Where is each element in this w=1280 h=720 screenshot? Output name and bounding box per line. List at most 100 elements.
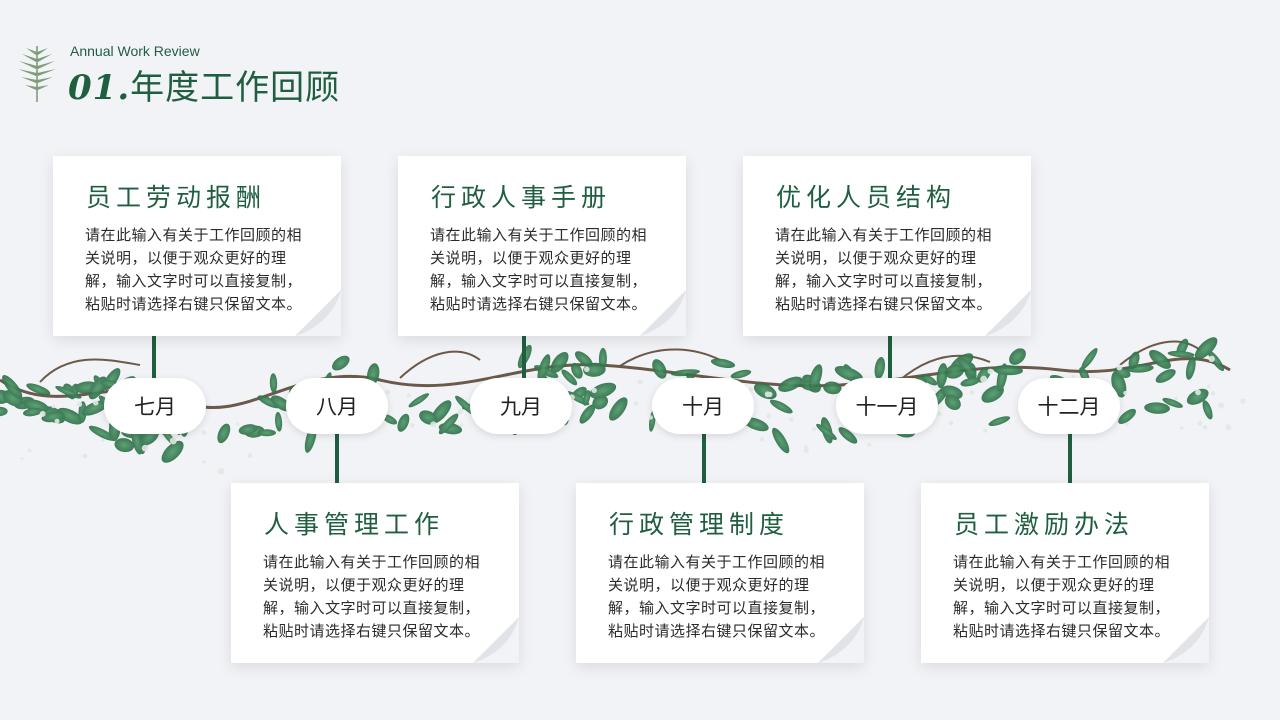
- slide-header: Annual Work Review 01.年度工作回顾: [14, 40, 414, 110]
- leaf: [579, 404, 596, 424]
- bloom: [1202, 425, 1208, 430]
- leaf: [730, 369, 752, 379]
- connector-5: [888, 335, 892, 385]
- leaf: [397, 413, 410, 432]
- bloom: [591, 387, 597, 394]
- bloom: [1116, 364, 1123, 371]
- leaf: [945, 364, 964, 379]
- page-title: 01.年度工作回顾: [68, 60, 340, 109]
- bloom: [1179, 426, 1184, 430]
- bloom: [812, 427, 816, 431]
- bloom: [54, 418, 60, 424]
- leaf: [769, 399, 793, 414]
- leaf: [823, 381, 842, 395]
- title-text: 年度工作回顾: [130, 68, 341, 108]
- leaf: [710, 358, 736, 369]
- leaf: [26, 383, 51, 396]
- bloom: [27, 448, 32, 453]
- connector-6: [1068, 432, 1072, 484]
- bloom: [764, 391, 771, 398]
- leaf: [571, 362, 583, 379]
- card-title: 行政管理制度: [609, 510, 790, 539]
- card-text: 请在此输入有关于工作回顾的相关说明，以便于观众更好的理解，输入文字时可以直接复制…: [775, 226, 993, 313]
- bloom: [987, 368, 994, 375]
- page-curl-icon: [473, 617, 519, 663]
- leaf: [1118, 408, 1137, 424]
- leaf: [609, 397, 628, 421]
- leaf: [778, 376, 803, 392]
- bloom: [459, 423, 464, 428]
- bloom: [1071, 374, 1075, 378]
- bloom: [457, 408, 464, 415]
- leaf: [838, 427, 858, 444]
- leaf: [1144, 402, 1170, 414]
- leaf: [1009, 348, 1026, 365]
- bloom: [169, 437, 177, 445]
- bloom: [759, 437, 765, 442]
- card-text: 请在此输入有关于工作回顾的相关说明，以便于观众更好的理解，输入文字时可以直接复制…: [263, 553, 481, 640]
- leaf: [936, 363, 948, 389]
- leaf: [238, 424, 258, 435]
- bloom: [1240, 398, 1246, 404]
- page-curl-icon: [640, 290, 686, 336]
- leaf: [2, 375, 23, 399]
- bloom: [202, 460, 206, 464]
- leaf: [592, 395, 609, 410]
- leaf: [217, 423, 231, 444]
- leaf: [772, 427, 790, 454]
- bloom: [201, 430, 207, 436]
- leaf: [114, 438, 135, 453]
- bloom: [51, 404, 56, 409]
- bloom: [983, 428, 988, 433]
- card-aug: 人事管理工作 请在此输入有关于工作回顾的相关说明，以便于观众更好的理解，输入文字…: [231, 483, 519, 663]
- card-oct: 行政管理制度 请在此输入有关于工作回顾的相关说明，以便于观众更好的理解，输入文字…: [576, 483, 864, 663]
- leaf: [419, 410, 438, 425]
- page-curl-icon: [295, 290, 341, 336]
- leaf: [589, 382, 617, 399]
- leaf: [22, 407, 43, 417]
- fern-icon: [18, 46, 56, 102]
- leaf: [1186, 388, 1209, 405]
- leaf: [960, 377, 981, 387]
- leaf: [41, 411, 65, 423]
- month-pill-oct[interactable]: 十月: [652, 378, 754, 434]
- leaf: [1128, 351, 1140, 370]
- leaf: [1185, 356, 1196, 380]
- leaf: [269, 373, 278, 393]
- bloom: [766, 413, 772, 419]
- page-curl-icon: [1163, 617, 1209, 663]
- bloom: [1208, 355, 1215, 363]
- connector-1: [152, 335, 156, 385]
- month-pill-sep[interactable]: 九月: [470, 378, 572, 434]
- leaf: [561, 369, 578, 386]
- bloom: [247, 453, 253, 459]
- leaf: [1202, 400, 1213, 420]
- leaf: [81, 400, 109, 416]
- leaf: [921, 374, 938, 386]
- subtitle: Annual Work Review: [70, 43, 200, 59]
- leaf: [537, 354, 551, 382]
- leaf: [0, 406, 8, 417]
- leaf: [1155, 369, 1176, 383]
- leaf: [55, 386, 82, 399]
- connector-3: [522, 335, 526, 385]
- leaf: [670, 369, 700, 377]
- leaf: [1167, 350, 1195, 358]
- bloom: [39, 410, 46, 417]
- month-pill-jul[interactable]: 七月: [104, 378, 206, 434]
- leaf: [993, 365, 1023, 376]
- bloom: [789, 417, 794, 422]
- leaf: [957, 356, 977, 378]
- connector-2: [335, 432, 339, 484]
- card-jul: 员工劳动报酬 请在此输入有关于工作回顾的相关说明，以便于观众更好的理解，输入文字…: [53, 156, 341, 336]
- month-pill-aug[interactable]: 八月: [286, 378, 388, 434]
- bloom: [1195, 389, 1201, 396]
- month-pill-nov[interactable]: 十一月: [836, 378, 938, 434]
- bloom: [584, 366, 590, 373]
- leaf: [1149, 349, 1171, 369]
- bloom: [803, 445, 808, 450]
- card-nov: 优化人员结构 请在此输入有关于工作回顾的相关说明，以便于观众更好的理解，输入文字…: [743, 156, 1031, 336]
- leaf: [743, 417, 769, 432]
- leaf: [438, 413, 459, 435]
- month-pill-dec[interactable]: 十二月: [1018, 378, 1120, 434]
